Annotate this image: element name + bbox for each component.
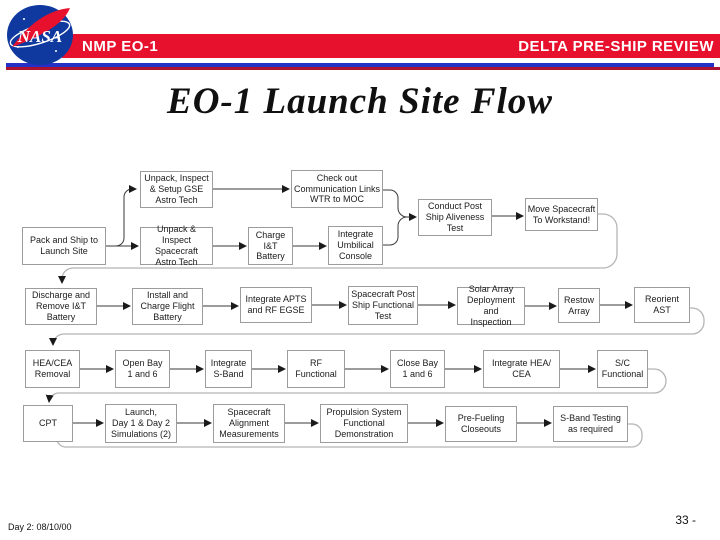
flow-box-unpack-gse: Unpack, Inspect & Setup GSE Astro Tech <box>140 171 213 208</box>
flow-box-cpt: CPT <box>23 405 73 442</box>
flow-box-unpack-spacecraft: Unpack & Inspect Spacecraft Astro Tech <box>140 224 213 267</box>
header-bar: NMP EO-1 DELTA PRE-SHIP REVIEW <box>62 34 720 58</box>
flow-box-restow-array: Restow Array <box>558 288 600 323</box>
flow-box-reorient-ast: Reorient AST <box>634 287 690 323</box>
flow-box-hea-cea-removal: HEA/CEA Removal <box>25 350 80 388</box>
flow-box-discharge-remove: Discharge and Remove I&T Battery <box>25 288 97 325</box>
flow-box-integrate-sband: Integrate S-Band <box>205 350 252 388</box>
flow-box-post-ship-functional: Spacecraft Post Ship Functional Test <box>348 286 418 325</box>
flow-box-integrate-apts: Integrate APTS and RF EGSE <box>240 287 312 323</box>
flow-box-close-bay: Close Bay 1 and 6 <box>390 350 445 388</box>
footer-date: Day 2: 08/10/00 <box>8 522 72 532</box>
flow-box-sc-functional: S/C Functional <box>597 350 648 388</box>
flow-box-sband-testing: S-Band Testing as required <box>553 406 628 442</box>
flow-box-conduct-aliveness: Conduct Post Ship Aliveness Test <box>418 199 492 236</box>
flow-box-checkout-comm: Check out Communication Links WTR to MOC <box>291 170 383 208</box>
flow-box-move-workstand: Move Spacecraft To Workstand! <box>525 198 598 231</box>
page-title: EO-1 Launch Site Flow <box>167 81 553 122</box>
flow-box-propulsion: Propulsion System Functional Demonstrati… <box>320 404 408 443</box>
divider-blue-line <box>6 63 714 67</box>
flow-box-pack-ship: Pack and Ship to Launch Site <box>22 227 106 265</box>
flow-box-rf-functional: RF Functional <box>287 350 345 388</box>
flow-box-open-bay: Open Bay 1 and 6 <box>115 350 170 388</box>
nasa-logo-text: NASA <box>17 27 62 46</box>
flow-box-integrate-umbilical: Integrate Umbilical Console <box>328 226 383 265</box>
flow-box-solar-array: Solar Array Deployment and Inspection <box>457 284 525 327</box>
flow-box-launch-sims: Launch, Day 1 & Day 2 Simulations (2) <box>105 404 177 443</box>
flow-box-pre-fueling: Pre-Fueling Closeouts <box>445 406 517 442</box>
nasa-logo-icon: NASA <box>7 5 73 65</box>
header-left-title: NMP EO-1 <box>82 37 159 55</box>
flow-box-alignment: Spacecraft Alignment Measurements <box>213 404 285 443</box>
page-number: 33 - <box>675 513 696 527</box>
flow-box-integrate-hea-cea: Integrate HEA/ CEA <box>483 350 560 388</box>
divider-maroon-line <box>6 67 720 70</box>
header-right-title: DELTA PRE-SHIP REVIEW <box>518 37 714 55</box>
flow-box-charge-battery: Charge I&T Battery <box>248 227 293 265</box>
flow-box-install-charge: Install and Charge Flight Battery <box>132 288 203 325</box>
